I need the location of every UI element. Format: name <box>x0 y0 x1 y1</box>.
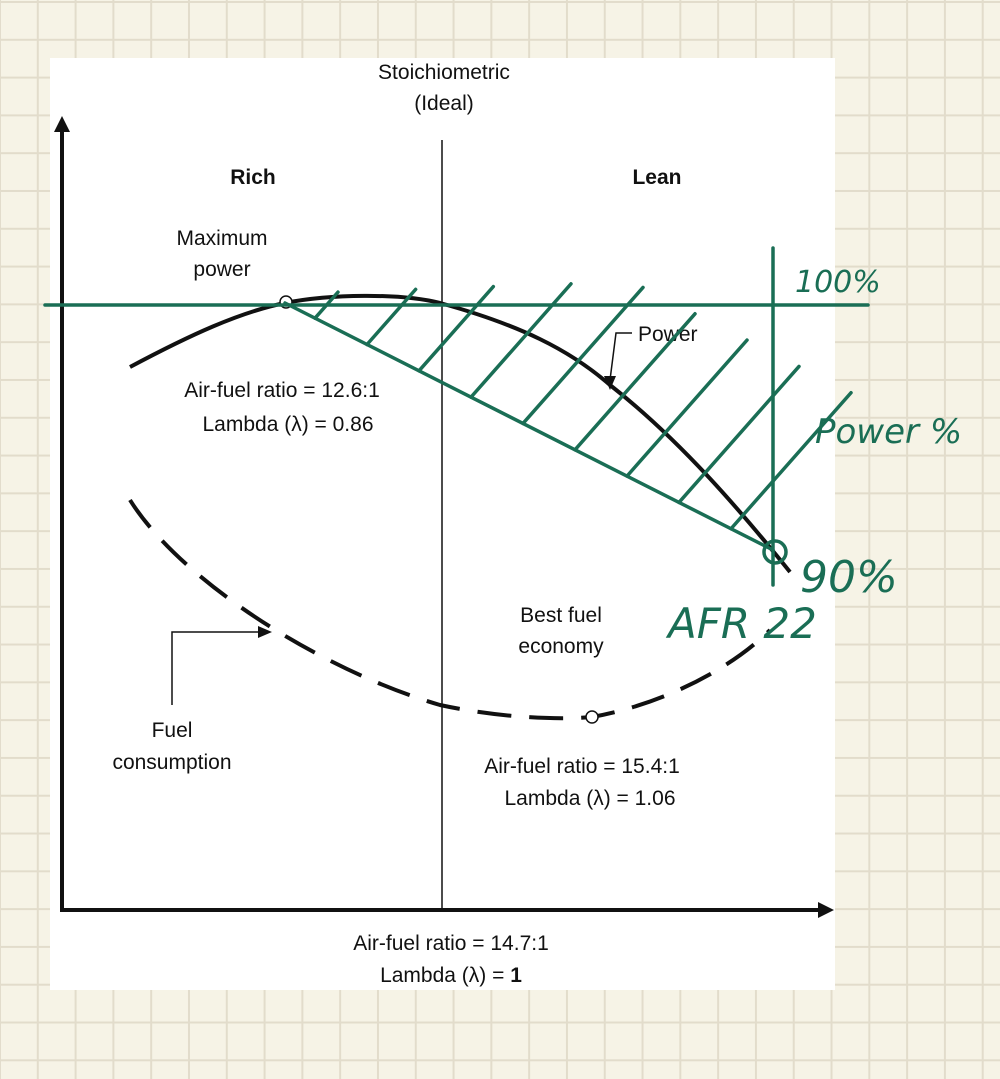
hatch-line <box>521 285 645 426</box>
fuel-leader-arrow-icon <box>258 626 272 638</box>
stoich-lambda-prefix: Lambda (λ) = <box>380 964 510 987</box>
stoich-lambda: Lambda (λ) = 1 <box>380 964 522 987</box>
handwritten-annotations <box>43 246 870 587</box>
max-power-lambda: Lambda (λ) = 0.86 <box>202 413 373 436</box>
hatch-line <box>417 284 496 373</box>
best-economy-title: Best fuel <box>520 604 602 627</box>
best-economy-title-2: economy <box>518 635 604 658</box>
max-power-afr: Air-fuel ratio = 12.6:1 <box>184 379 380 402</box>
power-leader-arrow-icon <box>604 376 616 390</box>
hatch-line <box>365 287 418 347</box>
stoich-lambda-value: 1 <box>510 964 522 987</box>
afr-22-label: AFR 22 <box>665 599 817 648</box>
ninety-percent-marker <box>762 539 788 565</box>
best-economy-point <box>585 710 599 724</box>
hatch-shading <box>313 282 853 531</box>
hatch-line <box>313 290 340 320</box>
x-axis-arrow-icon <box>818 902 834 918</box>
hatch-line <box>469 282 573 399</box>
max-power-title: Maximum <box>176 227 267 250</box>
hatch-line <box>573 312 697 452</box>
power-leader-line <box>609 332 632 381</box>
max-power-title-2: power <box>193 258 250 281</box>
fuel-leader-line <box>171 631 262 705</box>
stoich-afr: Air-fuel ratio = 14.7:1 <box>353 932 549 955</box>
hatch-line <box>729 390 853 531</box>
rich-label: Rich <box>230 166 276 189</box>
y-axis-arrow-icon <box>54 116 70 132</box>
hatch-line <box>625 338 749 478</box>
hundred-percent-label: 100% <box>795 265 881 300</box>
best-economy-afr: Air-fuel ratio = 15.4:1 <box>484 755 680 778</box>
power-percent-label: Power % <box>815 412 962 452</box>
fuel-label-2: consumption <box>112 751 231 774</box>
power-curve <box>129 293 792 574</box>
best-economy-lambda: Lambda (λ) = 1.06 <box>504 787 675 810</box>
ninety-percent-label: 90% <box>800 552 898 603</box>
fuel-consumption-curve <box>128 498 772 721</box>
ideal-label: (Ideal) <box>414 92 474 115</box>
hatch-line <box>677 364 801 505</box>
fuel-label: Fuel <box>152 719 193 742</box>
stoichiometric-label: Stoichiometric <box>378 61 510 84</box>
lean-label: Lean <box>632 166 681 189</box>
